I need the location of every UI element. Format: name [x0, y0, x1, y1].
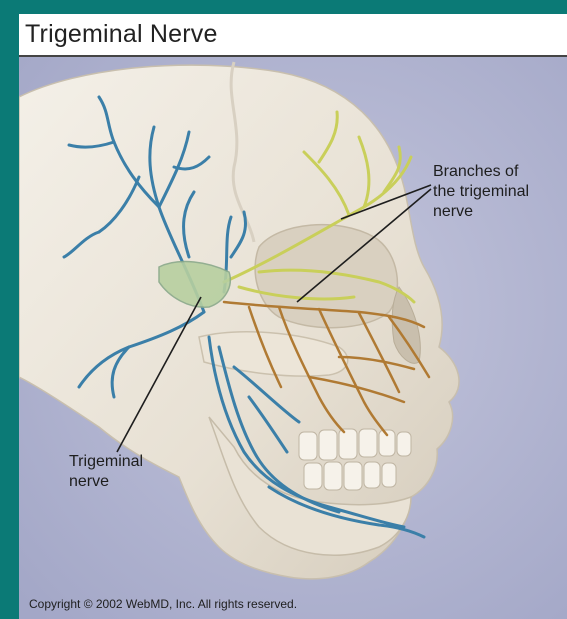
eye-orbit: [255, 225, 397, 328]
figure-panel: Trigeminal Nerve: [19, 14, 567, 619]
label-trigeminal-nerve: Trigeminal nerve: [69, 452, 143, 492]
skull-nerve-illustration: [19, 57, 567, 619]
copyright-notice: Copyright © 2002 WebMD, Inc. All rights …: [29, 597, 297, 611]
label-branches-of-trigeminal: Branches of the trigeminal nerve: [433, 162, 529, 222]
figure-title: Trigeminal Nerve: [25, 20, 218, 49]
